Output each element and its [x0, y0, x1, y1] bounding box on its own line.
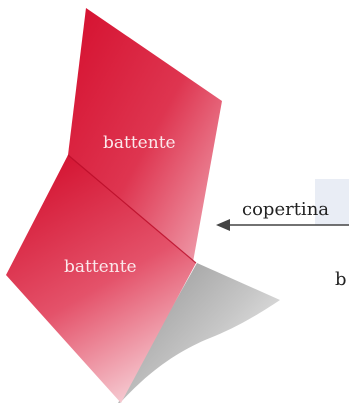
- shadow-wedge: [118, 263, 280, 403]
- flap-lower-label: battente: [64, 257, 137, 277]
- flap-upper-label: battente: [103, 133, 176, 153]
- flap-lower: [6, 155, 196, 403]
- cover-label: copertina: [242, 199, 330, 220]
- flap-upper: [68, 8, 222, 262]
- cover-highlight: [315, 179, 349, 225]
- fold-crease: [67, 154, 197, 264]
- cover-arrow-head: [216, 219, 230, 231]
- cut-off-label: b: [335, 269, 347, 290]
